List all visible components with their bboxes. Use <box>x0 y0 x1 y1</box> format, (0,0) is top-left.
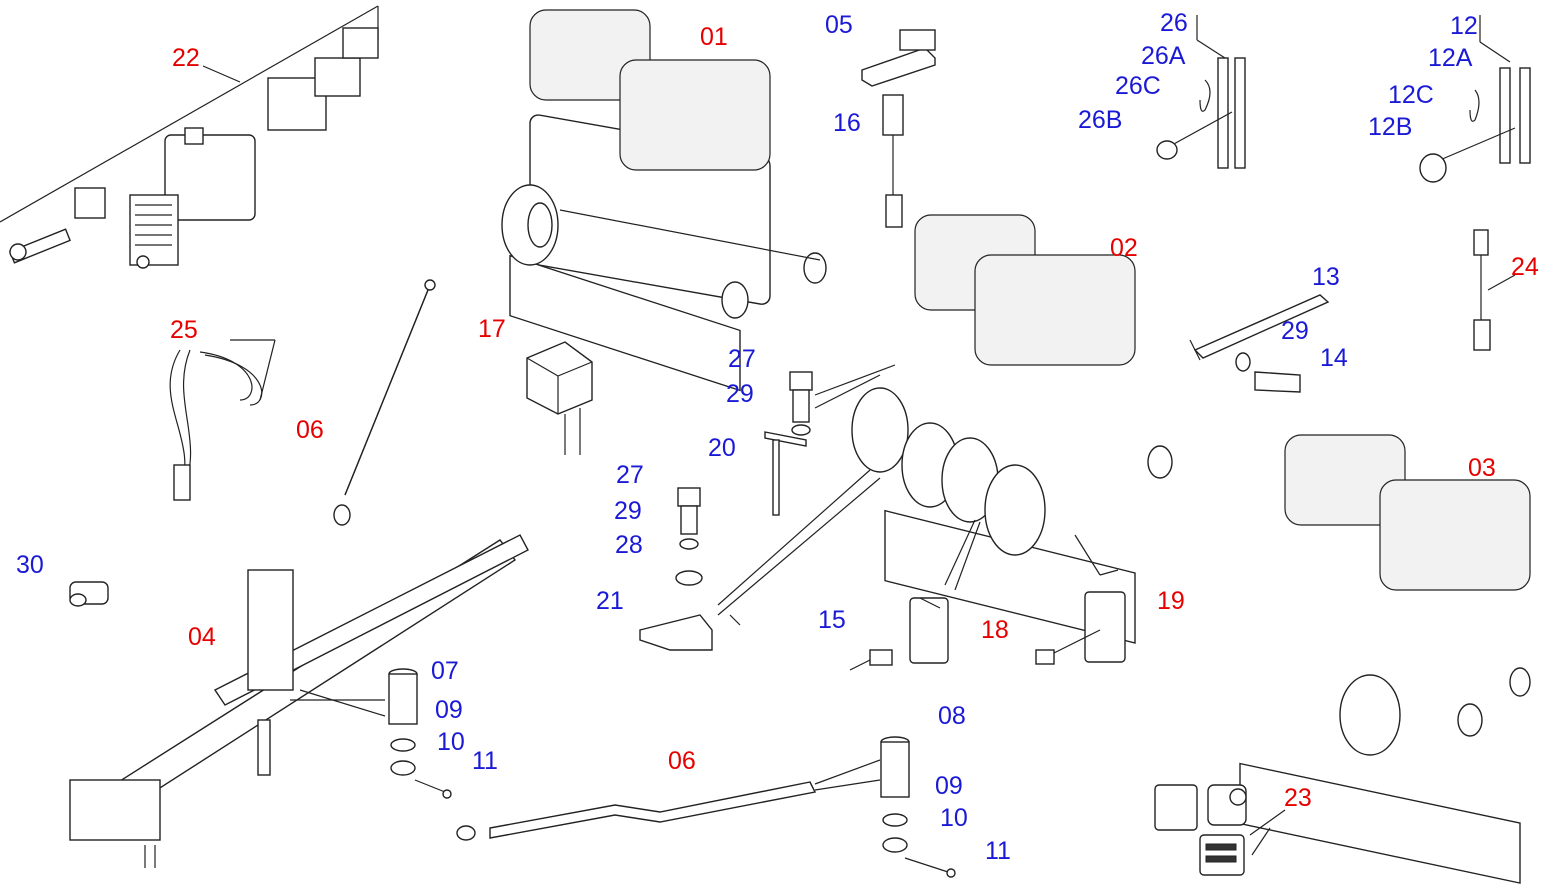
label-29b: 29 <box>614 497 642 525</box>
label-27b: 27 <box>616 461 644 489</box>
part-27-bolt-upper-drawing <box>789 371 813 423</box>
part-12-pin-set-drawing <box>1419 15 1531 183</box>
part-13-plate-drawing <box>1189 294 1330 361</box>
part-22-power-pack-drawing <box>0 5 379 269</box>
part-09-washer-bottom-drawing <box>882 813 908 827</box>
label-15: 15 <box>818 606 846 634</box>
label-02: 02 <box>1110 234 1138 262</box>
part-29-washer-upper-drawing <box>791 424 811 436</box>
label-12: 12 <box>1450 12 1478 40</box>
part-21-plate-drawing <box>639 614 713 651</box>
part-18-bracket-drawing <box>909 519 981 664</box>
label-14: 14 <box>1320 344 1348 372</box>
part-24-sensor-cable-drawing <box>1473 229 1516 351</box>
label-25: 25 <box>170 316 198 344</box>
label-23: 23 <box>1284 784 1312 812</box>
label-03: 03 <box>1468 454 1496 482</box>
label-29c: 29 <box>1281 317 1309 345</box>
part-07-pin-drawing <box>388 668 418 725</box>
part-06-rod-left-drawing <box>333 279 436 526</box>
part-05-bracket-drawing <box>861 29 936 87</box>
label-16: 16 <box>833 109 861 137</box>
label-12C: 12C <box>1388 81 1434 109</box>
label-11a: 11 <box>472 747 498 775</box>
label-30: 30 <box>16 551 44 579</box>
label-29a: 29 <box>726 380 754 408</box>
part-11-cotter-pin-left-drawing <box>414 779 452 799</box>
part-26-pin-set-drawing <box>1156 15 1246 169</box>
label-13: 13 <box>1312 263 1340 291</box>
part-27-bolt-lower-drawing <box>677 487 701 535</box>
part-30-coupler-drawing <box>69 581 109 607</box>
part-09-washer-left-drawing <box>390 738 416 752</box>
part-10-nut-bottom-drawing <box>882 837 908 853</box>
label-22: 22 <box>172 44 200 72</box>
part-14-bolt-drawing <box>1235 352 1301 393</box>
label-26: 26 <box>1160 9 1188 37</box>
label-09b: 09 <box>935 772 963 800</box>
label-04: 04 <box>188 623 216 651</box>
part-08-pin-drawing <box>880 736 910 798</box>
part-17-control-box-drawing <box>526 341 593 455</box>
label-10b: 10 <box>940 804 968 832</box>
part-23-monitor-kit-drawing <box>1154 784 1286 876</box>
label-05: 05 <box>825 11 853 39</box>
part-10-nut-left-drawing <box>390 760 416 776</box>
label-01: 01 <box>700 23 728 51</box>
label-18: 18 <box>981 616 1009 644</box>
label-28: 28 <box>615 531 643 559</box>
label-17: 17 <box>478 315 506 343</box>
part-02-seeder-drawing <box>851 214 1173 644</box>
label-07: 07 <box>431 657 459 685</box>
label-06b: 06 <box>668 747 696 775</box>
part-11-cotter-pin-bottom-drawing <box>904 857 956 878</box>
part-28-washer-drawing <box>675 570 703 586</box>
part-20-bracket-drawing <box>764 431 807 516</box>
label-11b: 11 <box>985 837 1011 865</box>
part-25-hoses-drawing <box>169 339 276 501</box>
part-06-rod-bottom-drawing <box>456 759 881 841</box>
label-24: 24 <box>1511 253 1539 281</box>
label-26B: 26B <box>1078 106 1123 134</box>
label-10a: 10 <box>437 728 465 756</box>
part-29-washer-lower-drawing <box>679 538 699 550</box>
label-08: 08 <box>938 702 966 730</box>
label-09a: 09 <box>435 696 463 724</box>
label-06a: 06 <box>296 416 324 444</box>
part-04-frame-drawing <box>69 534 529 868</box>
part-01-seeder-drawing <box>501 9 827 392</box>
label-27a: 27 <box>728 345 756 373</box>
part-03-seeder-drawing <box>1239 434 1531 884</box>
label-20: 20 <box>708 434 736 462</box>
label-21: 21 <box>596 587 624 615</box>
part-19-sensor-bracket-drawing <box>1035 534 1126 665</box>
part-15-sensor-drawing <box>849 649 893 671</box>
label-12A: 12A <box>1428 44 1473 72</box>
label-12B: 12B <box>1368 113 1413 141</box>
label-26A: 26A <box>1141 42 1186 70</box>
label-19: 19 <box>1157 587 1185 615</box>
label-26C: 26C <box>1115 72 1161 100</box>
part-16-sensor-drawing <box>882 94 904 228</box>
